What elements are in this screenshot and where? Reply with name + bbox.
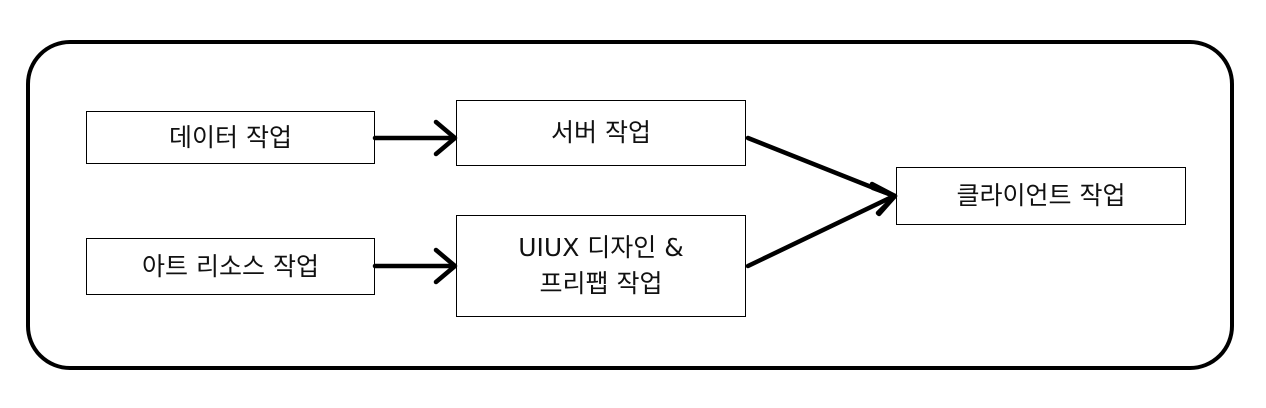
node-art-resource-work: 아트 리소스 작업 (86, 238, 375, 295)
node-uiux-prefab-work: UIUX 디자인 & 프리팹 작업 (456, 215, 746, 317)
node-data-work: 데이터 작업 (86, 111, 375, 164)
node-client-work: 클라이언트 작업 (896, 167, 1186, 225)
diagram-frame (26, 40, 1234, 370)
node-server-work: 서버 작업 (456, 100, 746, 166)
